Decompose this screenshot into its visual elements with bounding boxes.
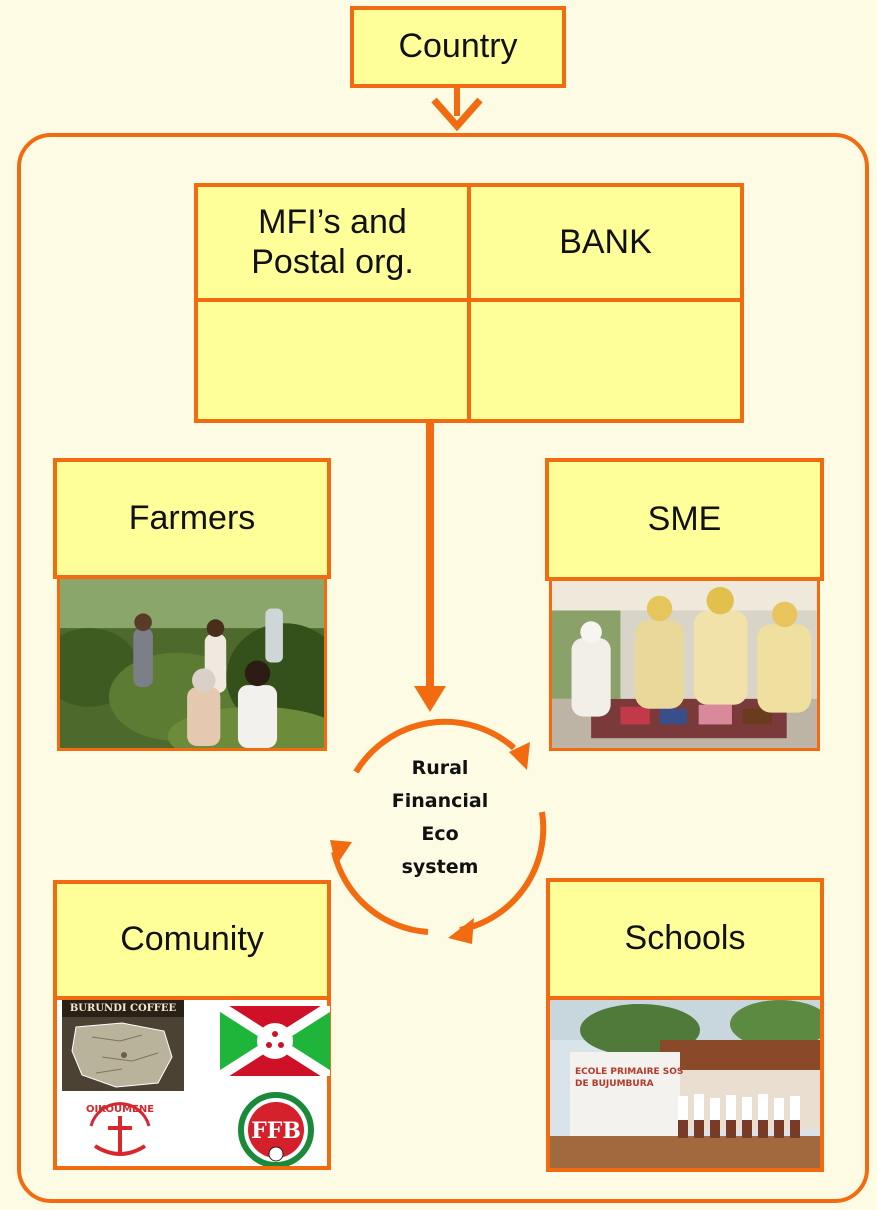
- eco-system-label: Rural Financial Eco system: [360, 752, 520, 884]
- bank-empty-cell: [471, 302, 740, 419]
- community-images: BURUNDI COFFEE OIKOUMENE: [53, 1000, 333, 1170]
- institutions-table: MFI’s and Postal org. BANK: [194, 183, 744, 423]
- schools-box: Schools: [546, 878, 824, 1000]
- eco-line-4: system: [401, 856, 479, 878]
- eco-line-3: Eco: [421, 823, 459, 845]
- schools-photo: ECOLE PRIMAIRE SOS DE BUJUMBURA: [546, 1000, 824, 1172]
- mfi-empty-cell: [198, 302, 471, 419]
- country-arrow: [431, 88, 483, 132]
- ffb-text: FFB: [251, 1118, 301, 1144]
- ffb-logo: FFB: [223, 1092, 329, 1168]
- mfi-label-line1: MFI’s and: [258, 203, 407, 242]
- bank-label: BANK: [559, 222, 652, 261]
- oikoumene-text: OIKOUMENE: [86, 1104, 154, 1115]
- farmers-photo: [57, 579, 327, 751]
- bank-cell: BANK: [471, 187, 740, 302]
- burundi-coffee-map: BURUNDI COFFEE: [62, 1000, 184, 1091]
- eco-line-2: Financial: [391, 790, 489, 812]
- country-box: Country: [350, 6, 566, 88]
- oikoumene-logo: OIKOUMENE: [81, 1092, 159, 1164]
- school-wall-text-2: DE BUJUMBURA: [575, 1079, 654, 1089]
- country-label: Country: [398, 27, 518, 66]
- burundi-flag: [217, 1001, 333, 1081]
- sme-box: SME: [545, 458, 824, 581]
- farmers-box: Farmers: [53, 458, 331, 579]
- eco-line-1: Rural: [411, 757, 469, 779]
- farmers-label: Farmers: [128, 498, 256, 537]
- mfi-label-line2: Postal org.: [251, 242, 414, 281]
- sme-photo: [549, 581, 820, 751]
- sme-label: SME: [647, 499, 722, 538]
- community-label: Comunity: [120, 920, 264, 959]
- schools-label: Schools: [624, 919, 746, 958]
- mfi-cell: MFI’s and Postal org.: [198, 187, 471, 302]
- school-wall-text-1: ECOLE PRIMAIRE SOS: [575, 1067, 683, 1077]
- community-box: Comunity: [53, 880, 331, 1000]
- map-caption: BURUNDI COFFEE: [62, 1000, 184, 1017]
